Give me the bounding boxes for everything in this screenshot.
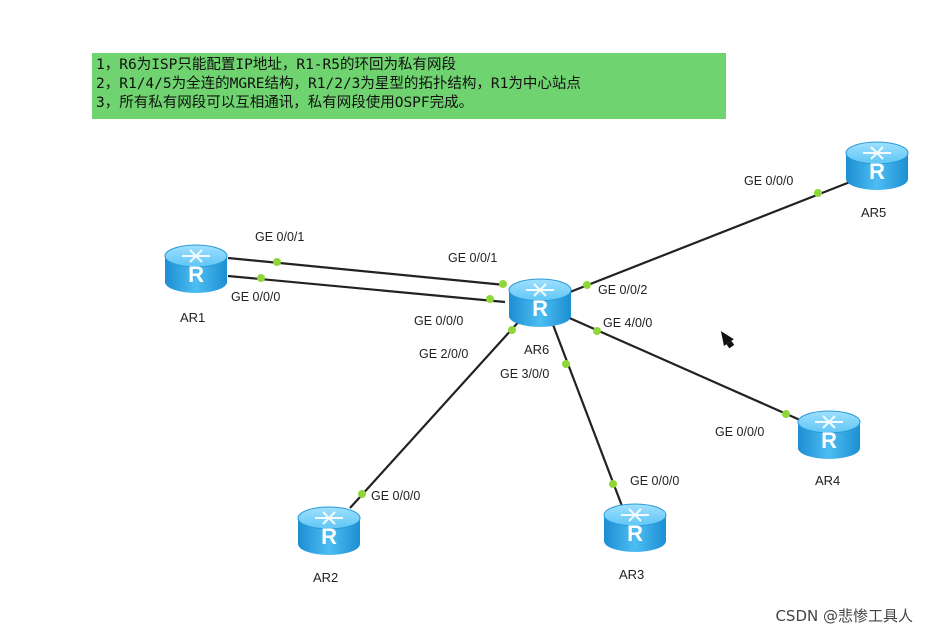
note-line-1: 1，R6为ISP只能配置IP地址，R1-R5的环回为私有网段: [96, 57, 456, 73]
link-ar6-ar2: [349, 317, 523, 509]
router-icon-ar3[interactable]: [603, 503, 667, 553]
port-dot-ar1-g001: [273, 258, 281, 266]
link-ar6-ar4: [564, 314, 801, 422]
port-label-ar6-g300: GE 3/0/0: [500, 367, 549, 381]
link-ar1-ar6-g000: [227, 274, 506, 304]
router-name-ar2: AR2: [313, 570, 338, 585]
router-name-ar1: AR1: [180, 310, 205, 325]
port-label-ar4-g000: GE 0/0/0: [715, 425, 764, 439]
port-dot-ar6-g300: [562, 360, 570, 368]
router-name-ar3: AR3: [619, 567, 644, 582]
port-label-ar1-g001: GE 0/0/1: [255, 230, 304, 244]
port-dot-ar6-g000: [486, 295, 494, 303]
port-label-ar6-g000: GE 0/0/0: [414, 314, 463, 328]
router-name-ar5: AR5: [861, 205, 886, 220]
port-label-ar1-g000: GE 0/0/0: [231, 290, 280, 304]
router-icon-ar4[interactable]: [797, 410, 861, 460]
watermark: CSDN @悲惨工具人: [775, 607, 913, 625]
router-icon-ar2[interactable]: [297, 506, 361, 556]
port-label-ar2-g000: GE 0/0/0: [371, 489, 420, 503]
port-dot-ar6-g002: [583, 281, 591, 289]
port-label-ar6-g002: GE 0/0/2: [598, 283, 647, 297]
router-name-ar4: AR4: [815, 473, 840, 488]
port-dot-ar4-g000: [782, 410, 790, 418]
link-ar6-ar3: [550, 321, 624, 507]
port-label-ar3-g000: GE 0/0/0: [630, 474, 679, 488]
port-dot-ar2-g000: [358, 490, 366, 498]
port-dot-ar6-g400: [593, 327, 601, 335]
port-dot-ar6-g200: [508, 326, 516, 334]
port-dot-ar1-g000: [257, 274, 265, 282]
port-label-ar5-g000: GE 0/0/0: [744, 174, 793, 188]
note-line-2: 2，R1/4/5为全连的MGRE结构，R1/2/3为星型的拓扑结构，R1为中心站…: [96, 76, 581, 92]
port-label-ar6-g400: GE 4/0/0: [603, 316, 652, 330]
cursor-icon: [720, 331, 735, 349]
port-label-ar6-g001: GE 0/0/1: [448, 251, 497, 265]
requirements-note: 1，R6为ISP只能配置IP地址，R1-R5的环回为私有网段 2，R1/4/5为…: [92, 53, 726, 119]
port-dot-ar6-g001: [499, 280, 507, 288]
router-icon-ar1[interactable]: [164, 244, 228, 294]
note-line-3: 3，所有私有网段可以互相通讯，私有网段使用OSPF完成。: [96, 95, 474, 111]
port-dot-ar3-g000: [609, 480, 617, 488]
port-dot-ar5-g000: [814, 189, 822, 197]
port-label-ar6-g200: GE 2/0/0: [419, 347, 468, 361]
router-name-ar6: AR6: [524, 342, 549, 357]
router-icon-ar6[interactable]: [508, 278, 572, 328]
link-ar6-ar5: [569, 180, 851, 294]
router-icon-ar5[interactable]: [845, 141, 909, 191]
